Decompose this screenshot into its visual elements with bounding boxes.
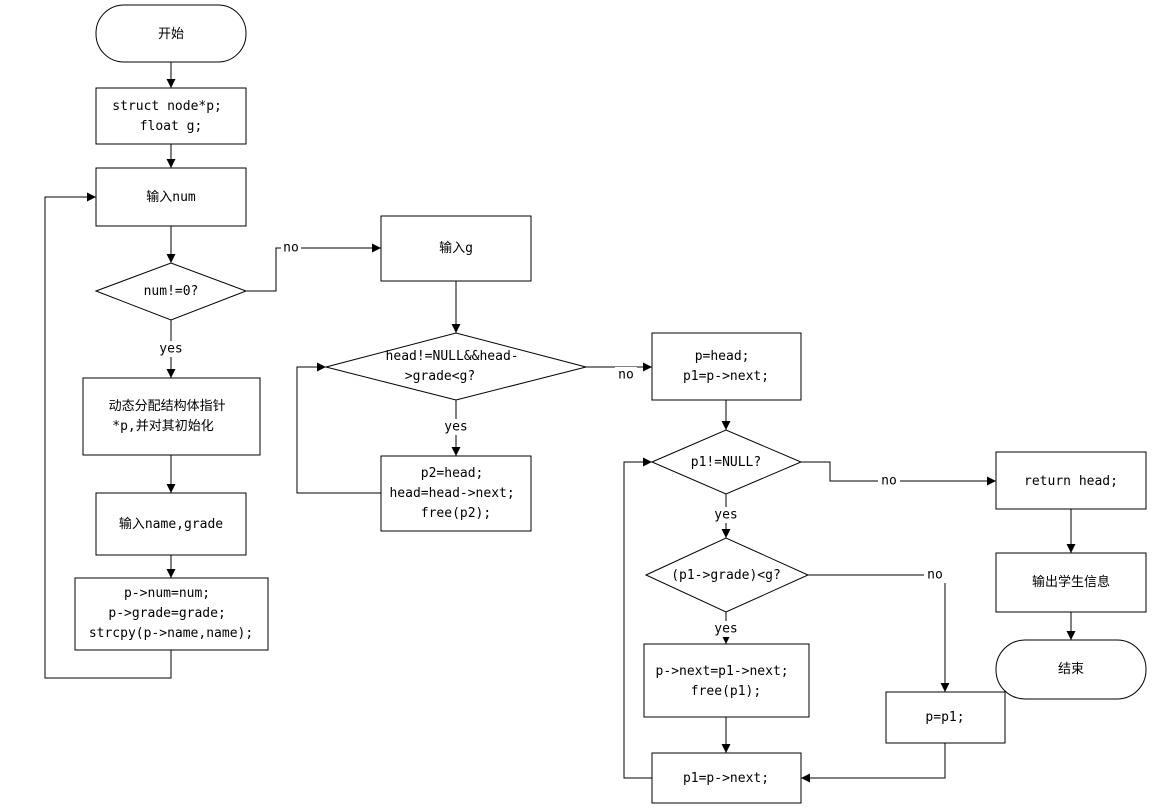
unlink-box <box>643 643 810 718</box>
yes-label-num: yes <box>159 342 182 357</box>
label-bg <box>442 419 470 435</box>
p-eq-p1-text: p=p1; <box>925 710 964 725</box>
no-label-head: no <box>618 368 634 383</box>
yes-label-grade: yes <box>714 622 737 637</box>
input-num-box <box>95 167 247 227</box>
input-name-grade-text: 输入name,grade <box>119 516 223 532</box>
return-head-text: return head; <box>1024 474 1118 489</box>
free-head-text: p2=head; head=head->next; free(p2); <box>389 466 522 521</box>
head-condition-text: head!=NULL&&head- >grade<g? <box>386 349 527 384</box>
return-head-box <box>995 451 1147 510</box>
input-g-box <box>380 215 532 282</box>
connector-free-loop <box>296 362 381 494</box>
assign-fields-text: p->num=num; p->grade=grade; strcpy(p->na… <box>89 586 253 641</box>
connector-cond-no-input-g <box>246 243 381 292</box>
p-head-text: p=head; p1=p->next; <box>683 349 769 384</box>
label-bg <box>158 341 186 357</box>
output-text: 输出学生信息 <box>1032 574 1110 590</box>
no-label-num: no <box>283 241 299 256</box>
label-bg <box>712 507 740 523</box>
unlink-text: p->next=p1->next; free(p1); <box>656 664 797 699</box>
grade-condition-text: (p1->grade)<g? <box>671 568 781 583</box>
connector-p1-no-return <box>801 461 996 486</box>
connector-grade-no-p <box>808 574 950 692</box>
input-num-text: 输入num <box>146 189 196 205</box>
end-text: 结束 <box>1058 662 1084 677</box>
p1-condition-text: p1!=NULL? <box>691 455 761 470</box>
head-condition-diamond <box>325 332 587 401</box>
output-box <box>995 552 1147 613</box>
advance-box <box>651 752 802 804</box>
num-condition-text: num!=0? <box>144 284 199 299</box>
start-text: 开始 <box>158 27 184 42</box>
alloc-text: 动态分配结构体指针 *p,并对其初始化 <box>109 399 234 434</box>
connector-advance-loop <box>623 457 652 779</box>
yes-label-p1: yes <box>714 508 737 523</box>
yes-label-head: yes <box>444 420 467 435</box>
label-bg <box>615 367 637 383</box>
label-bg <box>924 567 946 583</box>
label-bg <box>712 621 740 637</box>
no-label-p1: no <box>881 474 897 489</box>
declaration-box <box>95 87 247 145</box>
p-head-box <box>651 332 802 401</box>
no-label-grade: no <box>927 568 943 583</box>
connector-p-advance <box>801 743 946 783</box>
alloc-box <box>82 377 261 456</box>
connector-loop-back-num <box>44 192 172 679</box>
declaration-text: struct node*p; float g; <box>112 99 229 134</box>
label-bg <box>281 240 301 256</box>
advance-text: p1=p->next; <box>683 771 769 786</box>
input-g-text: 输入g <box>439 240 473 256</box>
label-bg <box>878 473 900 489</box>
